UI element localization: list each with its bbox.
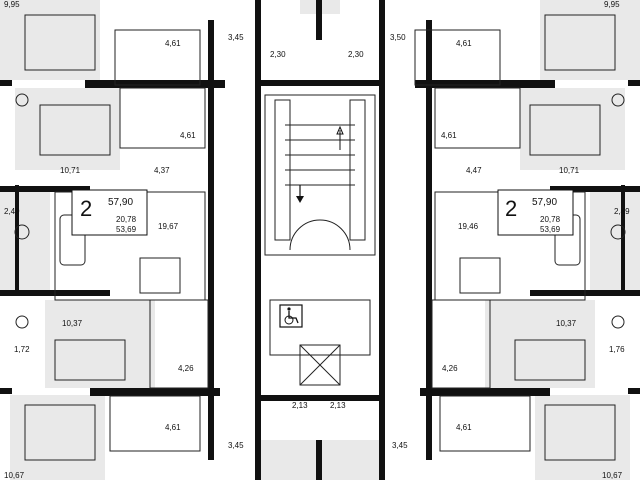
area-l-bed3: 10,37 — [62, 319, 83, 328]
area-tr-top: 9,95 — [604, 0, 620, 9]
area-c-bot-l: 2,13 — [292, 401, 308, 410]
apartment-rooms: 2 — [505, 196, 517, 221]
area-l-bath4: 4,61 — [165, 423, 181, 432]
apartment-area-2: 53,69 — [116, 225, 137, 234]
apartment-total-area: 57,90 — [532, 197, 557, 208]
area-r-bed3: 10,37 — [556, 319, 577, 328]
area-l-kitchen: 19,67 — [158, 222, 179, 231]
apartment-card-left: 2 57,90 20,78 53,69 — [71, 189, 148, 236]
area-r-balcony2: 1,76 — [609, 345, 625, 354]
area-r-bath4: 4,61 — [456, 423, 472, 432]
area-bl-bot: 10,67 — [4, 471, 25, 480]
wheelchair-icon — [279, 304, 303, 328]
area-r-bath-top: 4,61 — [456, 39, 472, 48]
area-c-bot-r: 2,13 — [330, 401, 346, 410]
area-l-balcony: 2,49 — [4, 207, 20, 216]
apartment-total-area: 57,90 — [108, 197, 133, 208]
area-labels: 9,95 9,95 4,61 3,45 2,30 2,30 3,50 4,61 … — [4, 0, 630, 480]
apartment-area-2: 53,69 — [540, 225, 561, 234]
apartment-card-right: 2 57,90 20,78 53,69 — [497, 189, 574, 236]
area-r-balcony: 2,49 — [614, 207, 630, 216]
area-c-top-l: 2,30 — [270, 50, 286, 59]
area-l-bath2: 4,61 — [180, 131, 196, 140]
area-r-bath2: 4,61 — [441, 131, 457, 140]
area-l-bed2: 10,71 — [60, 166, 81, 175]
interior-lines — [14, 14, 626, 461]
apartment-rooms: 2 — [80, 196, 92, 221]
area-l-bath3: 4,26 — [178, 364, 194, 373]
area-r-hall2: 4,47 — [466, 166, 482, 175]
apartment-living-area: 20,78 — [540, 215, 561, 224]
area-r-bath3: 4,26 — [442, 364, 458, 373]
apartment-living-area: 20,78 — [116, 215, 137, 224]
area-r-bed2: 10,71 — [559, 166, 580, 175]
area-l-bath-top: 4,61 — [165, 39, 181, 48]
area-tl-top: 9,95 — [4, 0, 20, 9]
area-l-hall4: 3,45 — [228, 441, 244, 450]
area-r-kitchen: 19,46 — [458, 222, 479, 231]
area-l-hall-top: 3,45 — [228, 33, 244, 42]
area-l-balcony2: 1,72 — [14, 345, 30, 354]
area-r-hall-top: 3,50 — [390, 33, 406, 42]
area-c-top-r: 2,30 — [348, 50, 364, 59]
area-br-bot: 10,67 — [602, 471, 623, 480]
area-r-hall4: 3,45 — [392, 441, 408, 450]
stair-arrow-icon — [296, 125, 344, 203]
area-l-hall2: 4,37 — [154, 166, 170, 175]
